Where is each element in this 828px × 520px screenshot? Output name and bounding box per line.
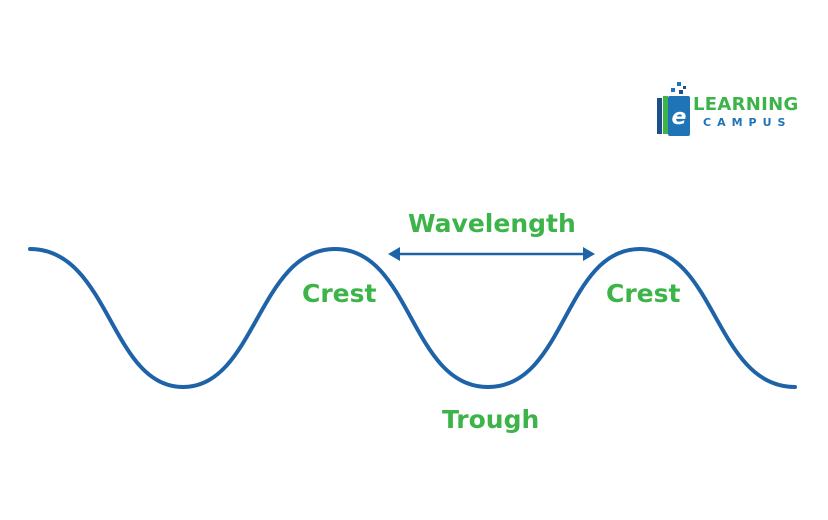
wave-curve — [28, 246, 797, 390]
trough-label: Trough — [442, 405, 540, 434]
elearning-campus-logo: e LEARNING CAMPUS — [655, 80, 805, 140]
arrowhead-left — [388, 247, 400, 261]
logo-book-icon: e — [657, 82, 690, 136]
wavelength-label: Wavelength — [408, 209, 576, 238]
crest-label-right: Crest — [606, 279, 681, 308]
logo-text-learning: LEARNING — [693, 94, 799, 115]
logo-text-campus: CAMPUS — [703, 116, 792, 129]
logo-e-letter: e — [672, 105, 687, 130]
crest-label-left: Crest — [302, 279, 377, 308]
arrowhead-right — [583, 247, 595, 261]
